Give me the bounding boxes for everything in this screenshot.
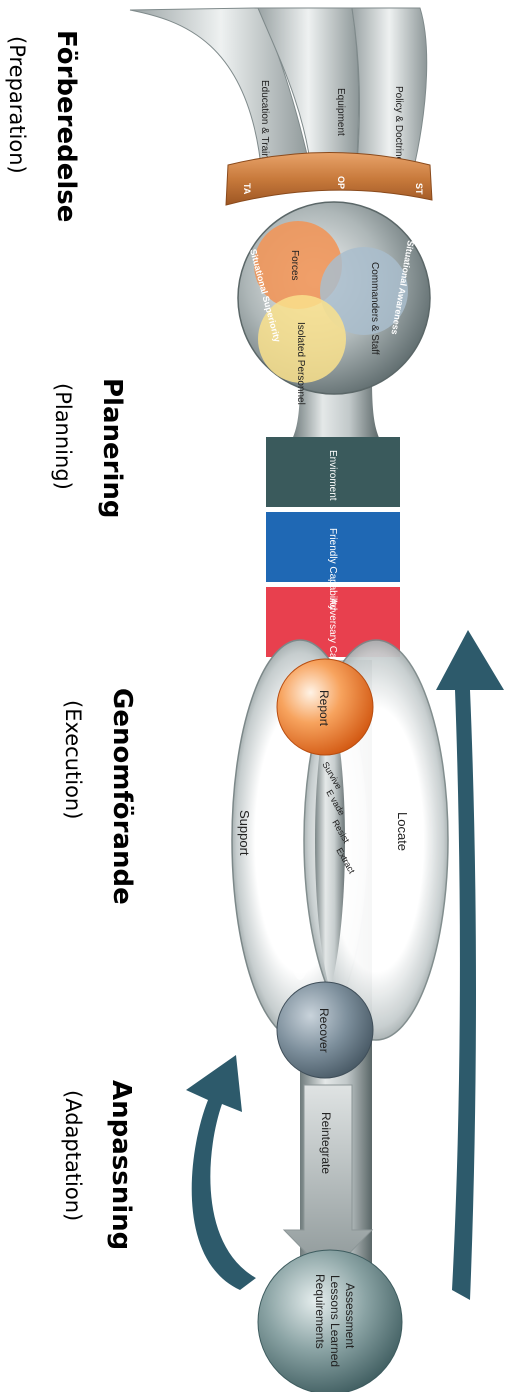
- phase-subtitle-execution: (Execution): [61, 700, 85, 819]
- phase-adaptation: Anpassning (Adaptation): [61, 1080, 136, 1250]
- phase-subtitle-preparation: (Preparation): [5, 36, 29, 174]
- ring-label-ta: TA: [242, 183, 252, 195]
- support-label: Support: [237, 810, 252, 856]
- right-feedback-arrow: [436, 630, 504, 1300]
- left-feedback-arrow: [186, 1055, 256, 1290]
- report-node: Report: [276, 658, 374, 756]
- venn-label-isolated: Isolated Personnel: [295, 322, 306, 405]
- situational-sphere: Forces Commanders & Staff Isolated Perso…: [237, 201, 431, 440]
- venn-isolated: [258, 295, 346, 383]
- assessment-line-2: Lessons Learned: [328, 1275, 342, 1367]
- phase-title-adaptation: Anpassning: [106, 1080, 136, 1250]
- phase-subtitle-adaptation: (Adaptation): [61, 1090, 85, 1221]
- phase-title-execution: Genomförande: [107, 688, 137, 905]
- phase-preparation: Förberedelse (Preparation): [5, 30, 81, 222]
- funnel-policy: [351, 7, 428, 177]
- phase-planning: Planering (Planning): [51, 378, 127, 519]
- block-label-environment: Enviroment: [327, 450, 338, 501]
- ring-label-op: OP: [336, 176, 346, 189]
- locate-label: Locate: [395, 812, 410, 851]
- ring-label-st: ST: [414, 183, 424, 195]
- block-environment: [266, 437, 400, 507]
- assessment-line-1: Assessment: [343, 1283, 357, 1349]
- reintegrate-label: Reintegrate: [319, 1112, 333, 1174]
- block-label-friendly: Friendly Capability: [327, 528, 338, 610]
- preparation-ring: TA OP ST: [225, 152, 433, 206]
- phase-title-preparation: Förberedelse: [51, 30, 81, 222]
- venn-label-forces: Forces: [289, 250, 300, 281]
- funnels: Education & Training Equipment Policy & …: [129, 7, 428, 177]
- phase-execution: Genomförande (Execution): [61, 688, 137, 905]
- venn-label-commanders: Commanders & Staff: [369, 262, 380, 355]
- block-friendly: [266, 512, 400, 582]
- funnel-label-education: Education & Training: [259, 80, 270, 172]
- assessment-line-3: Requirements: [313, 1274, 327, 1349]
- block-label-adversary: Adversary Capability: [327, 598, 338, 690]
- venn-commanders: [320, 247, 408, 335]
- assessment-node: Assessment Lessons Learned Requirements: [257, 1249, 403, 1392]
- recover-label: Recover: [317, 1008, 331, 1053]
- report-label: Report: [317, 690, 331, 727]
- phase-title-planning: Planering: [97, 378, 127, 519]
- planning-blocks: Enviroment Friendly Capability Adversary…: [266, 437, 400, 690]
- recover-node: Recover: [276, 981, 374, 1079]
- funnel-label-equipment: Equipment: [335, 88, 346, 136]
- funnel-label-policy: Policy & Doctrine: [393, 86, 404, 163]
- venn-forces: [254, 221, 342, 309]
- phase-subtitle-planning: (Planning): [51, 383, 75, 490]
